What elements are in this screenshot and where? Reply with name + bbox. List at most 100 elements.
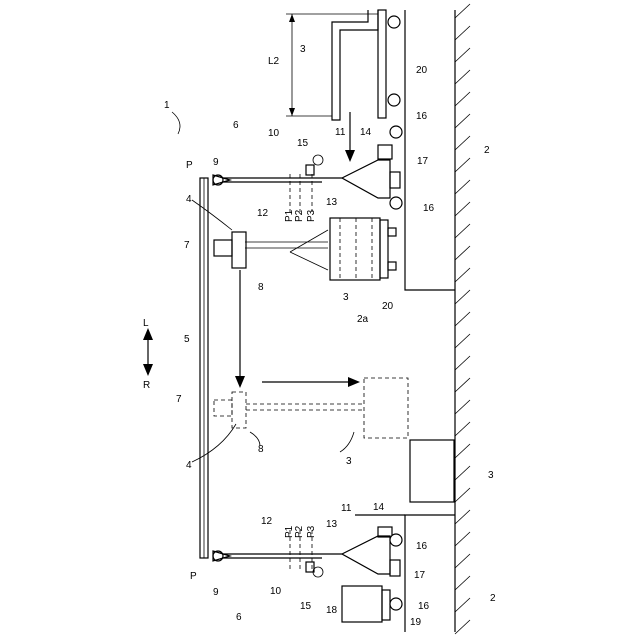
label-15-top: 15 [297,138,309,149]
leader-1 [172,112,180,134]
hatch-line [455,422,470,436]
sensor-15-top [306,165,314,175]
leader-4-bottom [192,424,236,462]
label-8-top: 8 [258,282,264,293]
ghost-product-3 [364,378,408,438]
hatch-line [455,114,470,128]
hatch-line [455,26,470,40]
stand-20-wheel-a [388,16,400,28]
sensor-15-bottom [306,562,314,572]
funnel-11-bottom [342,536,390,574]
wire-c [290,230,328,252]
label-9-top: 9 [213,157,219,168]
label-12-bottom: 12 [261,516,273,527]
label-p2-top: P2 [294,209,305,222]
label-20-mid: 20 [382,301,394,312]
wheel-16-d [390,598,402,610]
stand-20-middle [380,220,388,278]
label-2a: 2a [357,314,369,325]
hatch-line [455,202,470,216]
label-15-bottom: 15 [300,601,312,612]
hatch-line [455,136,470,150]
floor-step-bottom [405,515,455,632]
leader-4-top [192,200,232,230]
wheel-17-bottom [390,560,400,576]
traverse-arrow-head [235,376,245,388]
label-4-bottom: 4 [186,460,192,471]
hatch-line [455,378,470,392]
stand-20-wheel-b [388,94,400,106]
stand-pin-b [388,262,396,270]
label-16-d: 16 [418,601,430,612]
direction-arrow-l [143,328,153,340]
hatch-line [455,488,470,502]
beam-5 [200,178,208,558]
label-3-mid: 3 [343,292,349,303]
hatch-line [455,290,470,304]
label-20-top: 20 [416,65,428,76]
hatch-line [455,70,470,84]
direction-indicator [143,328,153,376]
label-l2-dim: L2 [268,56,280,67]
label-3-ghost: 3 [346,456,352,467]
label-11-top: 11 [335,127,346,138]
label-2-top: 2 [484,145,490,156]
hatch-line [455,224,470,238]
label-7-top: 7 [184,240,190,251]
label-19: 19 [410,617,422,628]
label-p3-top: P3 [306,209,317,222]
hatch-line [455,620,470,634]
hatch-line [455,246,470,260]
wheel-16-a [390,126,402,138]
label-17-bottom: 17 [414,570,426,581]
hatch-line [455,554,470,568]
sensor-15-lens-top [313,155,323,165]
hatch-line [455,400,470,414]
label-16-b: 16 [423,203,435,214]
funnel-11-top [342,160,390,198]
label-10-bottom: 10 [270,586,282,597]
label-p-top: P [186,160,193,171]
label-9-bottom: 9 [213,587,219,598]
middle-product [245,218,396,280]
hatch-line [455,532,470,546]
wheel-16-b [390,197,402,209]
hoist-8-bottom [232,392,246,428]
hatch-line [455,312,470,326]
label-3-right: 3 [488,470,494,481]
label-13-bottom: 13 [326,519,338,530]
hoist-8-top [232,232,246,268]
hoist-7-bottom [214,400,232,416]
ground-hatching [455,4,470,634]
label-18: 18 [326,605,338,616]
hatch-line [455,444,470,458]
cart-18 [342,586,382,622]
hoist-upper [214,232,246,388]
hatch-line [455,158,470,172]
dim-l2-arrow-top [289,14,295,22]
floor-step-top [405,10,455,290]
label-11-bottom: 11 [341,503,352,514]
stand-20-top [378,10,386,118]
label-4-top: 4 [186,194,192,205]
leader-3-ghost [340,432,354,452]
label-14-top: 14 [360,127,372,138]
hatch-line [455,180,470,194]
label-8-bottom: 8 [258,444,264,455]
dim-l2-arrow-bottom [289,108,295,116]
label-dir-l: L [143,318,149,329]
feed-arrow-head [345,150,355,162]
label-3-top: 3 [300,44,306,55]
label-dir-r: R [143,380,150,391]
wire-d [290,252,328,270]
hatch-line [455,268,470,282]
hoist-lower [214,377,454,502]
wheel-17-top [390,172,400,188]
label-1: 1 [164,100,170,111]
hatch-line [455,598,470,612]
stand-pin-a [388,228,396,236]
label-7-bottom: 7 [176,394,182,405]
label-p3-bottom: P3 [306,525,317,538]
